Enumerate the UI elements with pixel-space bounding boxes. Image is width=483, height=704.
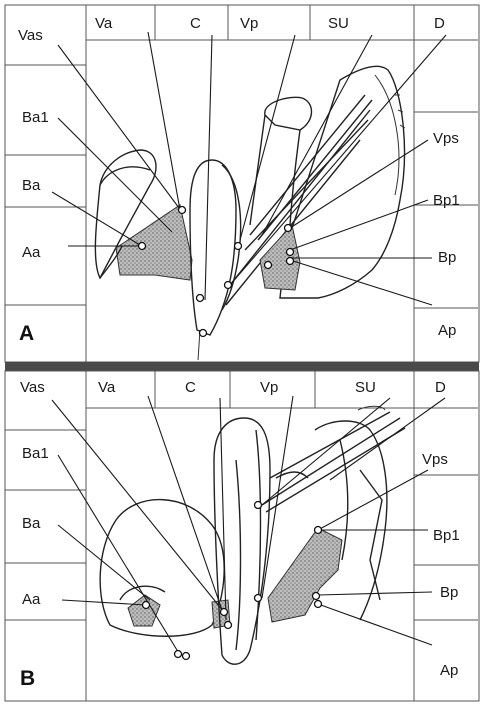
panel-a-frame — [5, 5, 479, 362]
label-su: SU — [328, 15, 349, 32]
label-bp1-b: Bp1 — [433, 527, 460, 544]
panel-b-frame — [5, 371, 479, 701]
label-va: Va — [95, 15, 113, 32]
label-vas-b: Vas — [20, 379, 45, 396]
label-ap-b: Ap — [440, 662, 458, 679]
label-ba-b: Ba — [22, 515, 41, 532]
label-d-b: D — [435, 379, 446, 396]
label-su-b: SU — [355, 379, 376, 396]
panel-divider — [5, 362, 479, 371]
panel-a: Vas Va C Vp SU D Ba1 Ba Aa Vps Bp1 Bp Ap… — [5, 5, 479, 362]
label-vp: Vp — [240, 15, 258, 32]
label-aa-b: Aa — [22, 591, 41, 608]
label-vp-b: Vp — [260, 379, 278, 396]
label-bp-b: Bp — [440, 584, 458, 601]
label-c: C — [190, 15, 201, 32]
label-ba1-b: Ba1 — [22, 445, 49, 462]
label-va-b: Va — [98, 379, 116, 396]
label-d: D — [434, 15, 445, 32]
label-bp1: Bp1 — [433, 192, 460, 209]
label-bp: Bp — [438, 249, 456, 266]
label-ba1: Ba1 — [22, 109, 49, 126]
anatomy-drawing-b — [52, 396, 445, 664]
panel-b: Vas Va C Vp SU D Ba1 Ba Aa Vps Bp1 Bp Ap… — [5, 371, 479, 701]
label-vas: Vas — [18, 27, 43, 44]
label-aa: Aa — [22, 244, 41, 261]
label-vps-b: Vps — [422, 451, 448, 468]
label-ba: Ba — [22, 177, 41, 194]
label-vps: Vps — [433, 130, 459, 147]
label-ap: Ap — [438, 322, 456, 339]
panel-letter-b: B — [20, 667, 35, 690]
anatomy-drawing-a — [52, 32, 446, 360]
label-c-b: C — [185, 379, 196, 396]
panel-letter-a: A — [19, 322, 34, 345]
